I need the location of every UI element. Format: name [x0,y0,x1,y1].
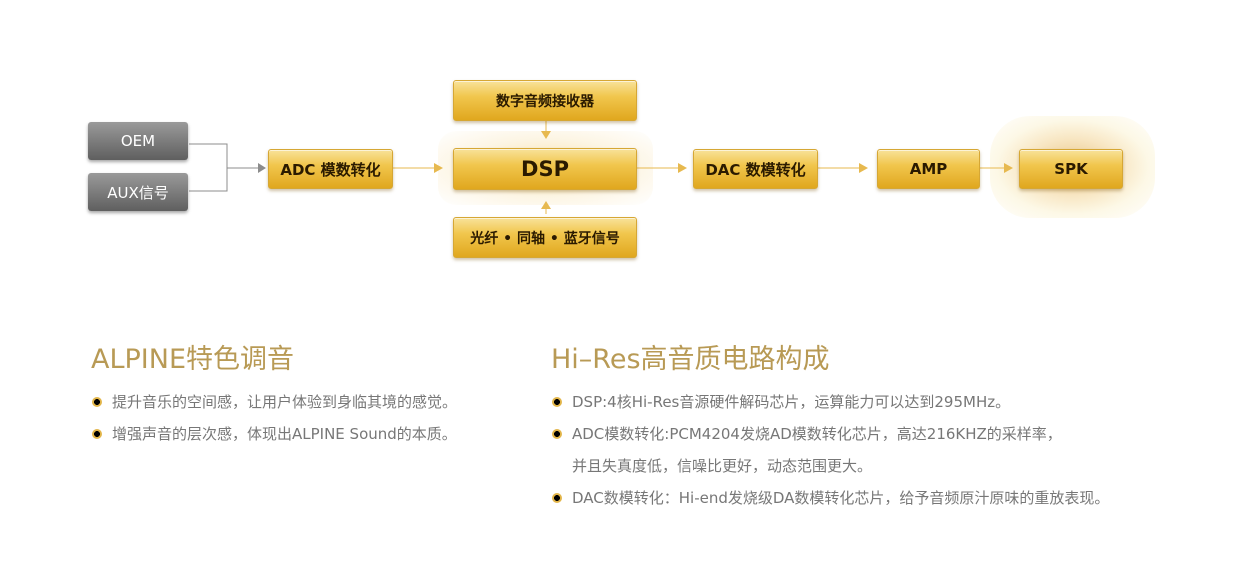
left-section-list: 提升音乐的空间感，让用户体验到身临其境的感觉。 增强声音的层次感，体现出ALPI… [92,386,457,450]
arrowhead-bottom-dsp [541,201,551,209]
amp-box: AMP [877,149,980,189]
bullet-dot-icon [552,397,562,407]
arrowhead-spk [1004,163,1013,173]
list-item: 提升音乐的空间感，让用户体验到身临其境的感觉。 [92,386,457,418]
list-item: 增强声音的层次感，体现出ALPINE Sound的本质。 [92,418,457,450]
arrowhead-dac [678,163,687,173]
arrowhead-amp [859,163,868,173]
arrowhead-dsp [434,163,443,173]
list-item: DAC数模转化：Hi-end发烧级DA数模转化芯片，给予音频原汁原味的重放表现。 [552,482,1109,514]
aux-input-box: AUX信号 [88,173,188,211]
list-item: DSP:4核Hi-Res音源硬件解码芯片，运算能力可以达到295MHz。 [552,386,1109,418]
oem-input-box: OEM [88,122,188,160]
right-section-title: Hi–Res高音质电路构成 [551,344,830,375]
input-bracket [189,143,228,192]
right-section-list: DSP:4核Hi-Res音源硬件解码芯片，运算能力可以达到295MHz。 ADC… [552,386,1109,514]
left-section-title: ALPINE特色调音 [91,344,295,375]
bullet-dot-icon [92,397,102,407]
bullet-dot-icon [92,429,102,439]
dsp-box: DSP [453,148,637,190]
bullet-dot-icon [552,429,562,439]
bottom-source-box: 光纤 • 同轴 • 蓝牙信号 [453,217,637,258]
list-item-continuation: 并且失真度低，信噪比更好，动态范围更大。 [572,457,873,475]
top-source-box: 数字音频接收器 [453,80,637,121]
arrowhead-top-dsp [541,131,551,139]
input-arrowhead [258,163,266,173]
spk-box: SPK [1019,149,1123,189]
list-item: ADC模数转化:PCM4204发烧AD模数转化芯片，高达216KHZ的采样率，并… [552,418,1109,482]
connector-lines [189,121,1013,214]
bullet-dot-icon [552,493,562,503]
dac-box: DAC 数模转化 [693,149,818,189]
adc-box: ADC 模数转化 [268,149,393,189]
